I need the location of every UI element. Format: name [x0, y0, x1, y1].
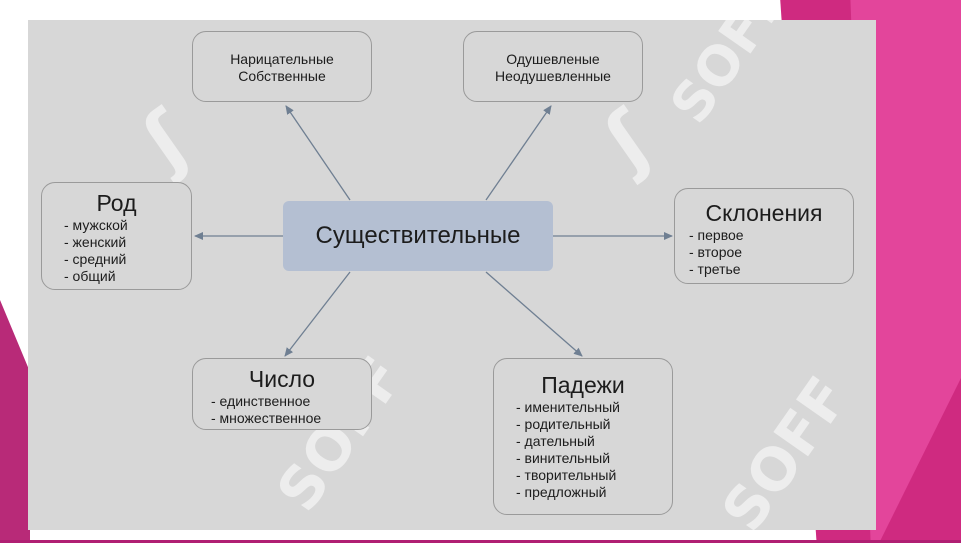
list-item: - средний: [64, 251, 127, 267]
list-item: - мужской: [64, 217, 128, 233]
node-skloneniya: Склонения - первое - второе - третье: [674, 188, 854, 284]
node-items: - единственное - множественное: [193, 393, 371, 427]
node-items: - первое - второе - третье: [675, 227, 853, 278]
list-item: - предложный: [516, 484, 607, 500]
list-item: - множественное: [211, 410, 322, 426]
list-item: - единственное: [211, 393, 311, 409]
list-item: - первое: [689, 227, 744, 243]
arrow-to-chislo: [284, 271, 351, 357]
node-rod: Род - мужской - женский - средний - общи…: [41, 182, 192, 290]
node-title: Склонения: [705, 200, 823, 226]
list-item: - третье: [689, 261, 741, 277]
list-item: - винительный: [516, 450, 611, 466]
list-item: - именительный: [516, 399, 620, 415]
node-title: Род: [96, 190, 137, 216]
list-item: - общий: [64, 268, 116, 284]
node-line: Одушевленые: [506, 51, 600, 67]
arrow-to-padezhi: [485, 271, 583, 357]
node-padezhi: Падежи - именительный - родительный - да…: [493, 358, 673, 515]
center-node: Существительные: [283, 201, 553, 271]
list-item: - родительный: [516, 416, 611, 432]
list-item: - женский: [64, 234, 127, 250]
node-chislo: Число - единственное - множественное: [192, 358, 372, 430]
node-odushevlenye: Одушевленые Неодушевленные: [463, 31, 643, 102]
list-item: - второе: [689, 244, 743, 260]
node-naritsatelnye: Нарицательные Собственные: [192, 31, 372, 102]
list-item: - творительный: [516, 467, 617, 483]
list-item: - дательный: [516, 433, 595, 449]
node-items: - именительный - родительный - дательный…: [494, 399, 672, 501]
node-title: Число: [248, 366, 316, 392]
center-label: Существительные: [315, 222, 521, 249]
node-items: - мужской - женский - средний - общий: [42, 217, 191, 285]
arrow-to-odushevlenye: [485, 105, 552, 201]
node-line: Неодушевленные: [495, 68, 611, 84]
node-line: Нарицательные: [230, 51, 334, 67]
node-line: Собственные: [238, 68, 326, 84]
arrow-to-naritsatelnye: [285, 105, 351, 201]
node-title: Падежи: [541, 372, 625, 398]
